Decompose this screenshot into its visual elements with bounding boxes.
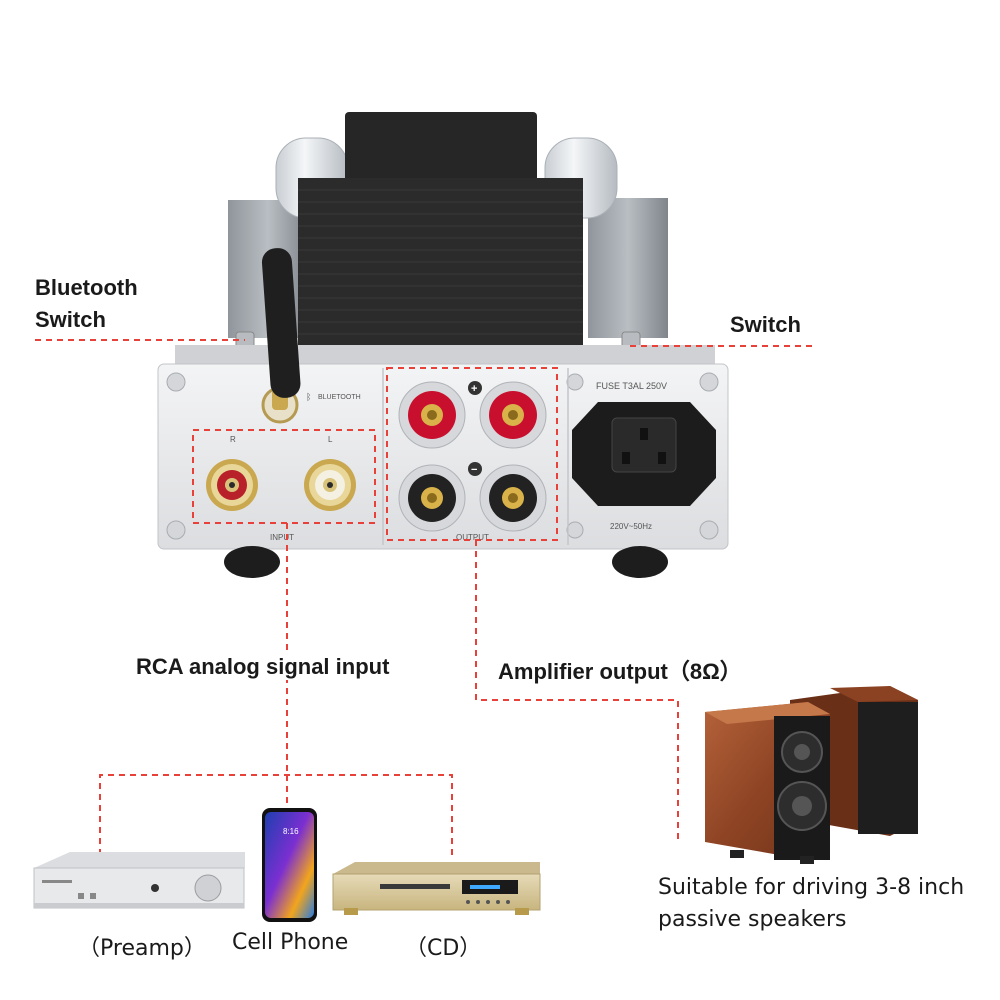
panel-screw	[566, 521, 584, 539]
socket-pin	[622, 452, 630, 464]
panel-screw	[699, 520, 719, 540]
plus-sign: +	[471, 383, 477, 395]
bluetooth-panel-label: BLUETOOTH	[318, 394, 361, 401]
cd-label: （CD）	[405, 936, 482, 961]
bluetooth-switch-label-line2: Switch	[35, 307, 106, 332]
panel-screw	[566, 373, 584, 391]
rear-panel	[157, 363, 729, 550]
panel-screw	[166, 520, 186, 540]
panel-screw	[166, 372, 186, 392]
transformer-laminations	[298, 189, 583, 335]
power-socket-inlet	[611, 417, 677, 473]
binding-post-red-right	[479, 381, 547, 449]
rca-jack-left	[304, 459, 356, 511]
chassis-top	[175, 345, 715, 367]
bluetooth-switch-label: Bluetooth Switch	[35, 272, 138, 336]
minus-marker	[468, 462, 482, 476]
foot	[612, 546, 668, 578]
socket-pin	[658, 452, 666, 464]
bluetooth-symbol: ᛒ	[306, 392, 311, 402]
voltage-label: 220V~50Hz	[610, 522, 652, 531]
binding-post-black-right	[479, 464, 547, 532]
rca-r-label: R	[230, 435, 236, 444]
svg-text:8:16: 8:16	[283, 827, 299, 836]
speaker-note: Suitable for driving 3-8 inch passive sp…	[658, 872, 964, 936]
bluetooth-switch-label-line1: Bluetooth	[35, 275, 138, 300]
speaker-note-line2: passive speakers	[658, 907, 847, 932]
rca-input-label: RCA analog signal input	[136, 654, 390, 680]
plus-marker	[468, 381, 482, 395]
rca-jack-right	[206, 459, 258, 511]
binding-post-black-left	[398, 464, 466, 532]
input-panel-label: INPUT	[270, 533, 294, 542]
speaker-pair	[705, 686, 918, 864]
cell-phone-device: 8:16	[262, 808, 317, 922]
rca-l-label: L	[328, 435, 333, 444]
panel-screw	[699, 372, 719, 392]
callout-lines	[35, 339, 812, 855]
cd-player-device	[332, 862, 541, 915]
foot	[224, 546, 280, 578]
preamp-device	[33, 852, 245, 909]
speaker-note-line1: Suitable for driving 3-8 inch	[658, 875, 965, 900]
right-transformer	[588, 198, 668, 338]
fuse-label: FUSE T3AL 250V	[596, 381, 667, 391]
amp-output-label: Amplifier output（8Ω）	[498, 659, 742, 684]
preamp-label: （Preamp）	[78, 936, 206, 961]
socket-pin	[640, 428, 648, 440]
switch-label: Switch	[730, 312, 801, 337]
power-transformer-cap	[345, 112, 537, 182]
power-transformer	[298, 178, 583, 348]
minus-sign: −	[471, 464, 477, 476]
output-panel-label: OUTPUT	[456, 533, 489, 542]
binding-post-red-left	[398, 381, 466, 449]
cell-phone-label: Cell Phone	[232, 930, 349, 955]
bluetooth-antenna	[261, 248, 301, 398]
